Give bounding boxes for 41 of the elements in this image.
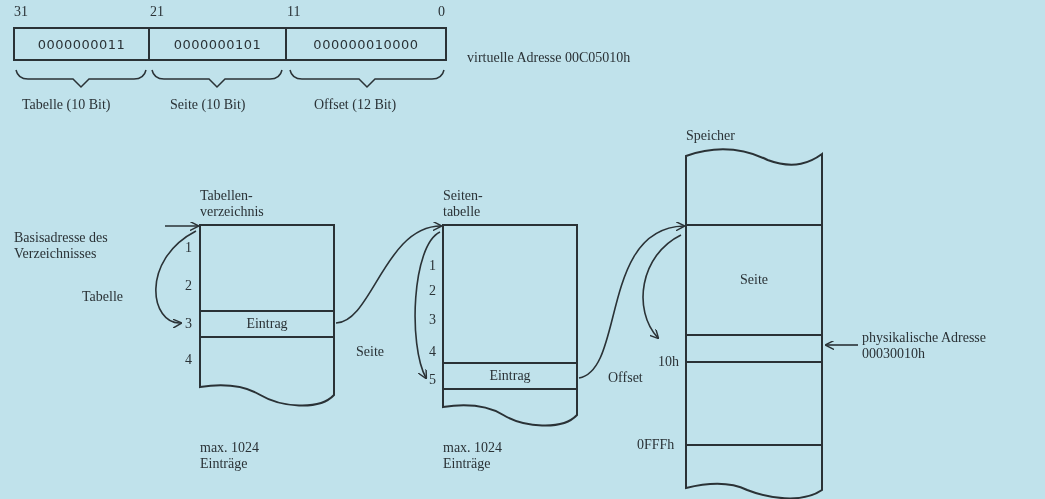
memory-column	[686, 128, 822, 498]
capacity-note: max. 1024 Einträge	[200, 440, 261, 472]
offset-label: 0FFFh	[637, 437, 675, 453]
row-number: 2	[185, 278, 192, 294]
row-number: 5	[429, 372, 436, 388]
arrow	[335, 222, 443, 324]
table-heading: Seiten- tabelle	[443, 188, 483, 219]
arrow	[824, 339, 859, 351]
bit-number: 11	[287, 4, 301, 20]
bracket-label: Seite (10 Bit)	[170, 97, 246, 113]
page-directory-table	[200, 188, 334, 408]
bit-field: 000000010000	[285, 27, 447, 61]
table-entry-row: Eintrag	[200, 310, 334, 338]
arrow	[414, 231, 441, 380]
table-heading: Speicher	[686, 128, 735, 143]
capacity-note: max. 1024 Einträge	[443, 440, 504, 472]
row-number: 4	[185, 352, 192, 368]
text-label: Basisadresse des Verzeichnisses	[14, 230, 164, 264]
arrow	[164, 220, 200, 232]
bracket-label: Tabelle (10 Bit)	[22, 97, 111, 113]
row-number: 1	[429, 258, 436, 274]
row-number: 1	[185, 240, 192, 256]
bit-field: 0000000011	[13, 27, 150, 61]
address-caption: virtuelle Adresse 00C05010h	[467, 50, 631, 66]
offset-label: 10h	[658, 354, 679, 370]
row-number: 4	[429, 344, 436, 360]
row-number: 3	[185, 316, 192, 332]
bit-number: 0	[438, 4, 445, 20]
row-number: 2	[429, 283, 436, 299]
bit-number: 31	[14, 4, 28, 20]
text-label: physikalische Adresse 00030010h	[862, 330, 1037, 362]
row-number: 3	[429, 312, 436, 328]
bracket-label: Offset (12 Bit)	[314, 97, 397, 113]
table-heading: Tabellen- verzeichnis	[200, 188, 264, 219]
bit-number: 21	[150, 4, 164, 20]
arrow	[155, 230, 197, 328]
table-entry-row: Eintrag	[443, 362, 577, 390]
arrow	[642, 234, 682, 340]
arrow	[578, 222, 686, 379]
page-table	[443, 188, 577, 428]
bit-field: 0000000101	[148, 27, 287, 61]
